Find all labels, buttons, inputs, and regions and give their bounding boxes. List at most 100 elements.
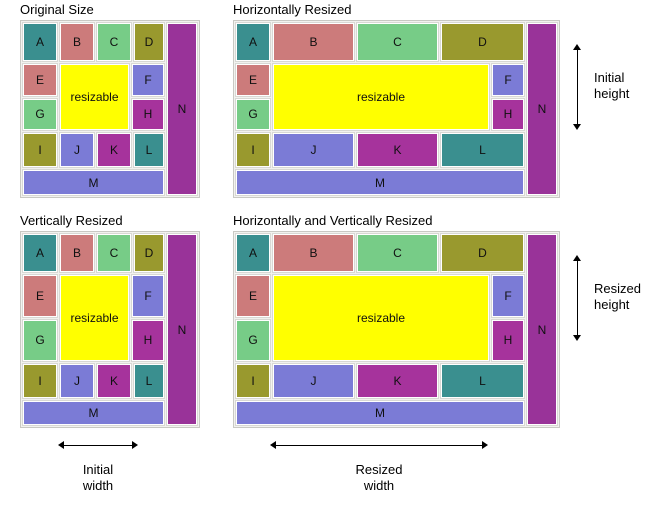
panel-title-horizontally-and-vertically-resized: Horizontally and Vertically Resized [233, 213, 433, 228]
resized-height-arrow [570, 255, 584, 341]
row-bottom: I J K L [235, 363, 525, 399]
cell-c[interactable]: C [96, 233, 132, 273]
cell-e[interactable]: E [235, 63, 271, 97]
arrow-head-up-icon [573, 44, 581, 50]
cell-e[interactable]: E [22, 274, 58, 318]
arrow-head-down-icon [573, 124, 581, 130]
row-full: M [22, 400, 165, 426]
cell-m[interactable]: M [235, 169, 525, 196]
grid-horizontally-resized: A B C D E G resizable F H I J K [235, 22, 525, 196]
row-top: A B C D [235, 233, 525, 273]
cell-l[interactable]: L [440, 132, 525, 168]
cell-c[interactable]: C [356, 233, 439, 273]
cell-i[interactable]: I [22, 363, 58, 399]
cell-f[interactable]: F [491, 274, 525, 318]
cell-i[interactable]: I [22, 132, 58, 168]
row-top: A B C D [22, 233, 165, 273]
stack-right: F H [131, 63, 165, 131]
row-middle: E G resizable F H [22, 274, 165, 362]
cell-m[interactable]: M [235, 400, 525, 426]
cell-f[interactable]: F [491, 63, 525, 97]
arrow-shaft [576, 49, 578, 125]
arrow-head-up-icon [573, 255, 581, 261]
cell-b[interactable]: B [59, 233, 95, 273]
arrow-head-right-icon [132, 441, 138, 449]
cell-h[interactable]: H [131, 97, 165, 131]
cell-j[interactable]: J [272, 132, 355, 168]
row-bottom: I J K L [22, 363, 165, 399]
cell-l[interactable]: L [133, 363, 165, 399]
cell-resizable[interactable]: resizable [272, 274, 490, 362]
grid-vertically-resized: A B C D E G resizable F H I J K [22, 233, 165, 426]
cell-d[interactable]: D [440, 233, 525, 273]
row-middle: E G resizable F H [22, 63, 165, 131]
cell-d[interactable]: D [133, 233, 165, 273]
row-bottom: I J K L [22, 132, 165, 168]
cell-e[interactable]: E [22, 63, 58, 97]
arrow-head-left-icon [58, 441, 64, 449]
cell-k[interactable]: K [96, 363, 132, 399]
stack-left: E G [235, 274, 271, 362]
cell-k[interactable]: K [96, 132, 132, 168]
cell-resizable[interactable]: resizable [272, 63, 490, 131]
cell-k[interactable]: K [356, 132, 439, 168]
cell-l[interactable]: L [440, 363, 525, 399]
cell-j[interactable]: J [59, 363, 95, 399]
cell-c[interactable]: C [356, 22, 439, 62]
cell-j[interactable]: J [59, 132, 95, 168]
cell-b[interactable]: B [59, 22, 95, 62]
cell-f[interactable]: F [131, 274, 165, 318]
cell-n[interactable]: N [526, 22, 558, 196]
initial-width-label: Initial width [82, 462, 114, 493]
cell-m[interactable]: M [22, 169, 165, 196]
cell-resizable[interactable]: resizable [59, 274, 130, 362]
cell-i[interactable]: I [235, 132, 271, 168]
row-full: M [22, 169, 165, 196]
row-full: M [235, 169, 525, 196]
cell-h[interactable]: H [491, 318, 525, 362]
cell-k[interactable]: K [356, 363, 439, 399]
resized-width-arrow [270, 438, 488, 452]
cell-l[interactable]: L [133, 132, 165, 168]
cell-a[interactable]: A [22, 22, 58, 62]
cell-b[interactable]: B [272, 233, 355, 273]
row-middle: E G resizable F H [235, 63, 525, 131]
grid-horizontally-and-vertically-resized: A B C D E G resizable F H I J K [235, 233, 525, 426]
cell-g[interactable]: G [22, 318, 58, 362]
cell-j[interactable]: J [272, 363, 355, 399]
cell-n[interactable]: N [166, 233, 198, 426]
layout-vertically-resized: A B C D E G resizable F H I J K [20, 231, 200, 428]
resized-height-label: Resized height [594, 281, 641, 312]
cell-g[interactable]: G [235, 318, 271, 362]
cell-b[interactable]: B [272, 22, 355, 62]
cell-d[interactable]: D [440, 22, 525, 62]
cell-m[interactable]: M [22, 400, 165, 426]
panel-title-horizontally-resized: Horizontally Resized [233, 2, 352, 17]
cell-d[interactable]: D [133, 22, 165, 62]
cell-h[interactable]: H [491, 97, 525, 131]
cell-n[interactable]: N [526, 233, 558, 426]
cell-n[interactable]: N [166, 22, 198, 196]
cell-a[interactable]: A [235, 233, 271, 273]
cell-i[interactable]: I [235, 363, 271, 399]
arrow-shaft [576, 260, 578, 336]
layout-horizontally-and-vertically-resized: A B C D E G resizable F H I J K [233, 231, 560, 428]
cell-g[interactable]: G [22, 97, 58, 131]
arrow-shaft [275, 444, 483, 446]
stack-left: E G [235, 63, 271, 131]
row-full: M [235, 400, 525, 426]
cell-a[interactable]: A [235, 22, 271, 62]
stack-left: E G [22, 274, 58, 362]
panel-title-vertically-resized: Vertically Resized [20, 213, 123, 228]
arrow-head-right-icon [482, 441, 488, 449]
cell-h[interactable]: H [131, 318, 165, 362]
cell-a[interactable]: A [22, 233, 58, 273]
cell-e[interactable]: E [235, 274, 271, 318]
panel-title-original-size: Original Size [20, 2, 94, 17]
cell-resizable[interactable]: resizable [59, 63, 130, 131]
row-top: A B C D [22, 22, 165, 62]
cell-f[interactable]: F [131, 63, 165, 97]
arrow-shaft [63, 444, 133, 446]
cell-g[interactable]: G [235, 97, 271, 131]
cell-c[interactable]: C [96, 22, 132, 62]
